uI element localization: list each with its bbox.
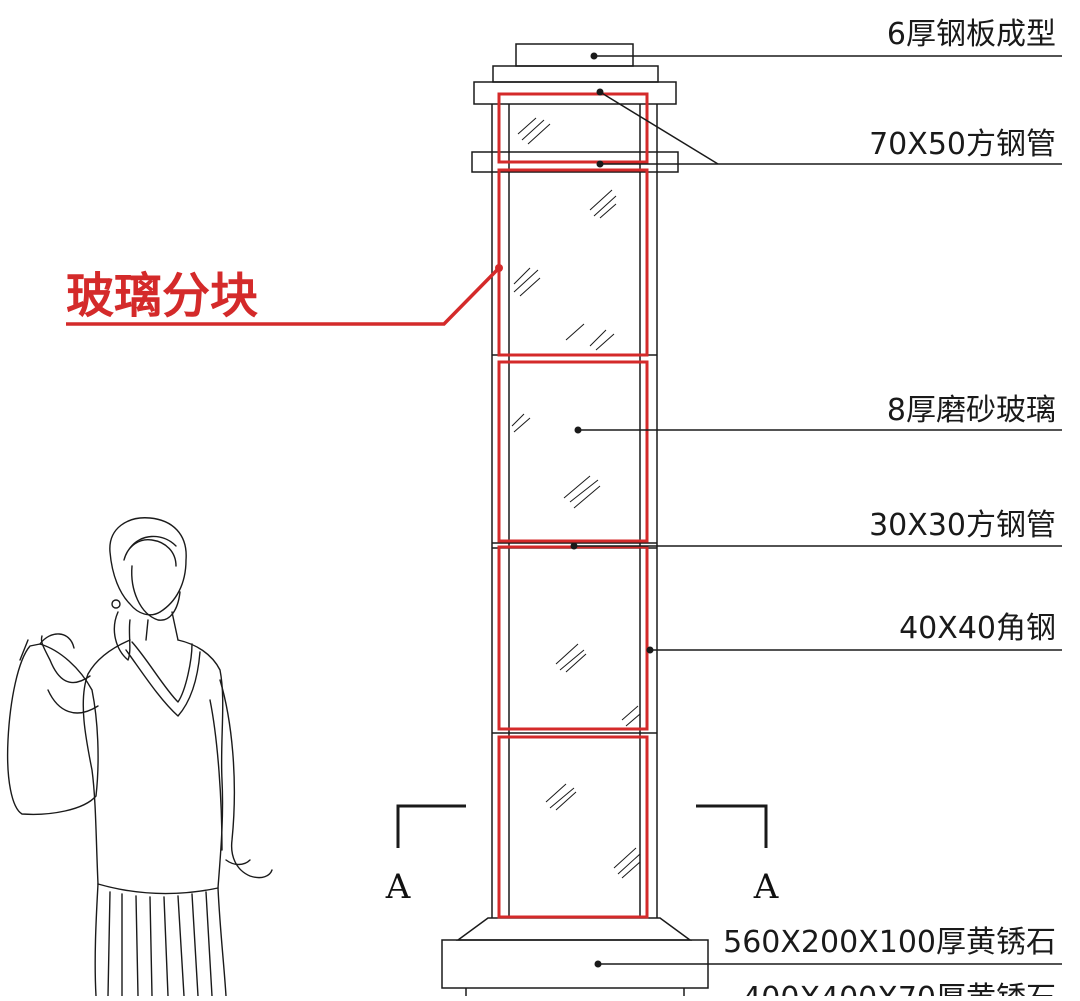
label-frosted-glass: 8厚磨砂玻璃 [887, 393, 1056, 428]
section-marker-right: A [696, 804, 779, 907]
section-label-left: A [385, 867, 411, 907]
leader-lines [574, 55, 1062, 965]
scale-figure-woman [6, 517, 273, 997]
glass-division-highlights [497, 92, 649, 919]
label-square-tube-70x50: 70X50方钢管 [869, 127, 1056, 162]
label-steel-plate: 6厚钢板成型 [887, 17, 1056, 52]
glass-division-label: 玻璃分块 [66, 268, 258, 324]
label-stone-base: 560X200X100厚黄锈石 [723, 925, 1056, 960]
glass-panel-2 [497, 360, 649, 543]
glass-division-callout: 玻璃分块 [66, 264, 503, 326]
leader-dots [570, 52, 654, 968]
section-label-right: A [753, 867, 779, 907]
material-labels: 6厚钢板成型 70X50方钢管 8厚磨砂玻璃 30X30方钢管 40X40角钢 … [723, 17, 1056, 1001]
label-angle-steel: 40X40角钢 [899, 611, 1056, 646]
base-plinth-top [455, 917, 693, 941]
cap-band-upper [473, 81, 677, 105]
label-square-tube-30x30: 30X30方钢管 [869, 508, 1056, 543]
column [441, 43, 709, 996]
cap-band-lower [471, 151, 679, 173]
cap-plate-top [515, 43, 634, 67]
cap-plate-mid [492, 65, 659, 83]
label-stone-base-cut: 400X400X70厚黄锈石 [742, 981, 1056, 996]
glass-panel-4 [497, 735, 649, 919]
glass-panel-1 [497, 168, 649, 357]
glass-panel-3 [497, 545, 649, 731]
section-marker-left: A [385, 804, 466, 907]
glass-panel-top [497, 92, 649, 164]
glass-hatching [511, 117, 641, 879]
